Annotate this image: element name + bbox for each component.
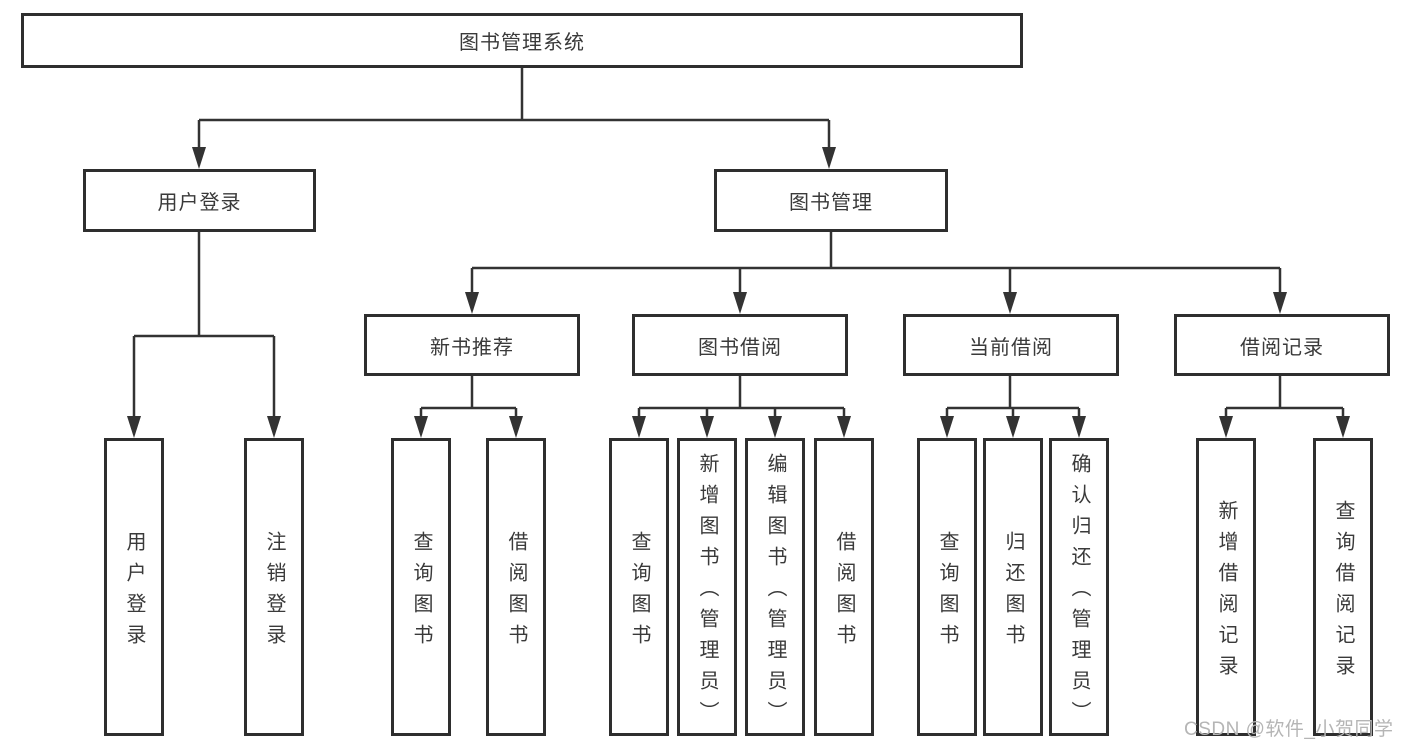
leaf-borrowing-query-books: 查询图书: [609, 438, 669, 736]
leaf-label: 借阅图书: [833, 530, 855, 655]
node-borrow-records: 借阅记录: [1174, 314, 1390, 376]
leaf-borrowing-add-books-admin: 新增图书（管理员）: [677, 438, 737, 736]
leaf-label: 注销登录: [263, 530, 285, 655]
leaf-current-return-books: 归还图书: [983, 438, 1043, 736]
leaf-label: 确认归还（管理员）: [1068, 453, 1090, 732]
node-current-borrowing: 当前借阅: [903, 314, 1119, 376]
arrowheads: [127, 147, 1350, 438]
leaf-label: 查询借阅记录: [1332, 499, 1354, 686]
leaf-label: 新增借阅记录: [1215, 499, 1237, 686]
leaf-user-login: 用户登录: [104, 438, 164, 736]
leaf-logout-login: 注销登录: [244, 438, 304, 736]
node-new-book-recommend: 新书推荐: [364, 314, 580, 376]
node-book-management: 图书管理: [714, 169, 948, 232]
csdn-watermark: CSDN @软件_小贺同学: [1184, 719, 1394, 740]
leaf-label: 编辑图书（管理员）: [764, 453, 786, 732]
leaf-borrowing-edit-books-admin: 编辑图书（管理员）: [745, 438, 805, 736]
leaf-recommend-borrow-books: 借阅图书: [486, 438, 546, 736]
leaf-label: 查询图书: [936, 530, 958, 655]
leaf-records-query-borrow-record: 查询借阅记录: [1313, 438, 1373, 736]
leaf-label: 归还图书: [1002, 530, 1024, 655]
leaf-current-query-books: 查询图书: [917, 438, 977, 736]
node-book-borrowing: 图书借阅: [632, 314, 848, 376]
leaf-label: 借阅图书: [505, 530, 527, 655]
leaf-label: 新增图书（管理员）: [696, 453, 718, 732]
leaf-current-confirm-return-admin: 确认归还（管理员）: [1049, 438, 1109, 736]
leaf-label: 查询图书: [410, 530, 432, 655]
leaf-recommend-query-books: 查询图书: [391, 438, 451, 736]
leaf-borrowing-borrow-books: 借阅图书: [814, 438, 874, 736]
node-user-login: 用户登录: [83, 169, 316, 232]
leaf-records-add-borrow-record: 新增借阅记录: [1196, 438, 1256, 736]
leaf-label: 查询图书: [628, 530, 650, 655]
leaf-label: 用户登录: [123, 530, 145, 655]
node-library-management-system: 图书管理系统: [21, 13, 1023, 68]
